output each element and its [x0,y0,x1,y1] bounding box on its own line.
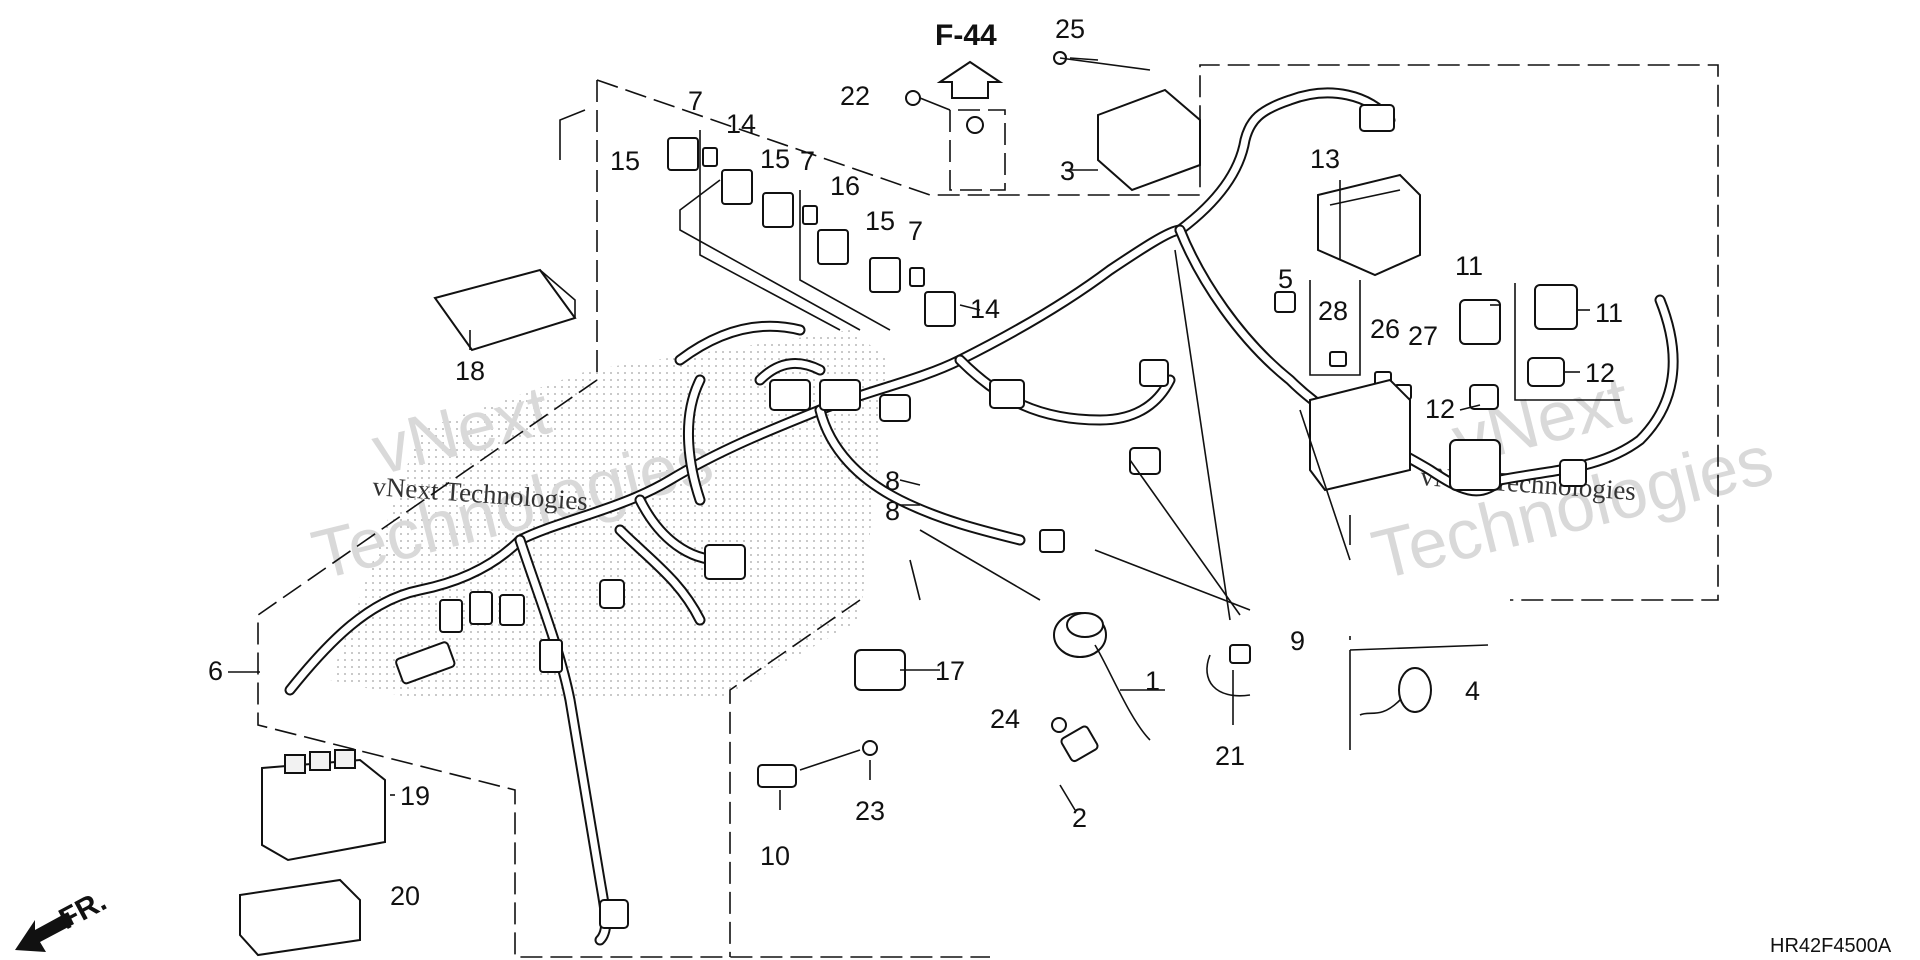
relay-15b-icon [762,192,794,228]
relay-15a-icon [667,137,699,171]
part-22-bolt [905,90,984,134]
part-17-connector [854,649,906,691]
part-21-tie [1206,644,1251,697]
callout-4: 4 [1465,676,1480,706]
relay-14b-icon [924,291,956,327]
callout-15b: 15 [760,144,790,174]
relays-fuses [667,137,956,327]
ref-f44: F-44 [935,19,997,52]
callout-13: 13 [1310,144,1340,174]
callout-7b: 7 [800,146,815,176]
callout-11a: 11 [1455,251,1483,281]
callout-7c: 7 [908,216,923,246]
relay-16-icon [817,229,849,265]
part-1-assembly [1051,612,1151,763]
callout-28: 28 [1318,296,1348,326]
callout-18: 18 [455,356,485,386]
callout-6: 6 [208,656,223,686]
callout-8b: 8 [885,496,900,526]
callout-12a: 12 [1585,358,1615,388]
relay-15c-icon [869,257,901,293]
bolt-24-icon [1051,717,1067,733]
bolt-23-icon [862,740,878,756]
part-10-clamp [757,740,878,788]
fuse-7b-icon [802,205,818,225]
callout-7a: 7 [688,86,703,116]
part-4-sensor [1359,667,1432,716]
callout-8a: 8 [885,466,900,496]
part-3-module [1053,51,1201,192]
part-19-unit [261,749,386,862]
relay-14a-icon [721,169,753,205]
callout-17: 17 [935,656,965,686]
callout-10: 10 [760,841,790,871]
callout-labels: 1 2 3 4 5 6 7 7 7 8 8 9 10 11 11 12 12 1… [208,14,1623,911]
callout-2: 2 [1072,803,1087,833]
right-side-parts [1274,280,1620,492]
harness-connectors [395,104,1587,929]
callout-25: 25 [1055,14,1085,44]
callout-14a: 14 [726,109,756,139]
front-arrow-icon [15,912,74,952]
dashed-frames [257,64,1719,958]
part-18-cover [433,268,577,352]
fuse-7a-icon [702,147,718,167]
bolt-22-icon [905,90,921,106]
callout-21: 21 [1215,741,1245,771]
front-arrow: FR. [15,884,112,952]
callout-19: 19 [400,781,430,811]
callout-15c: 15 [865,206,895,236]
diagram-code: HR42F4500A [1770,935,1892,957]
callout-15a: 15 [610,146,640,176]
callout-5: 5 [1278,264,1293,294]
callout-27: 27 [1408,321,1438,351]
fuse-7c-icon [909,267,925,287]
ref-arrow-group: F-44 [935,19,1006,191]
leader-lines [228,109,1590,811]
up-arrow-icon [936,60,1004,99]
part-20-bracket [239,878,361,957]
callout-20: 20 [390,881,420,911]
callout-11b: 11 [1595,298,1623,328]
callout-22: 22 [840,81,870,111]
part-13-fuse-box [1317,173,1421,277]
callout-16: 16 [830,171,860,201]
callout-1: 1 [1145,666,1160,696]
callout-9: 9 [1290,626,1305,656]
callout-23: 23 [855,796,885,826]
callout-26: 26 [1370,314,1400,344]
callout-12b: 12 [1425,394,1455,424]
callout-14b: 14 [970,294,1000,324]
callout-24: 24 [990,704,1020,734]
callout-3: 3 [1060,156,1075,186]
